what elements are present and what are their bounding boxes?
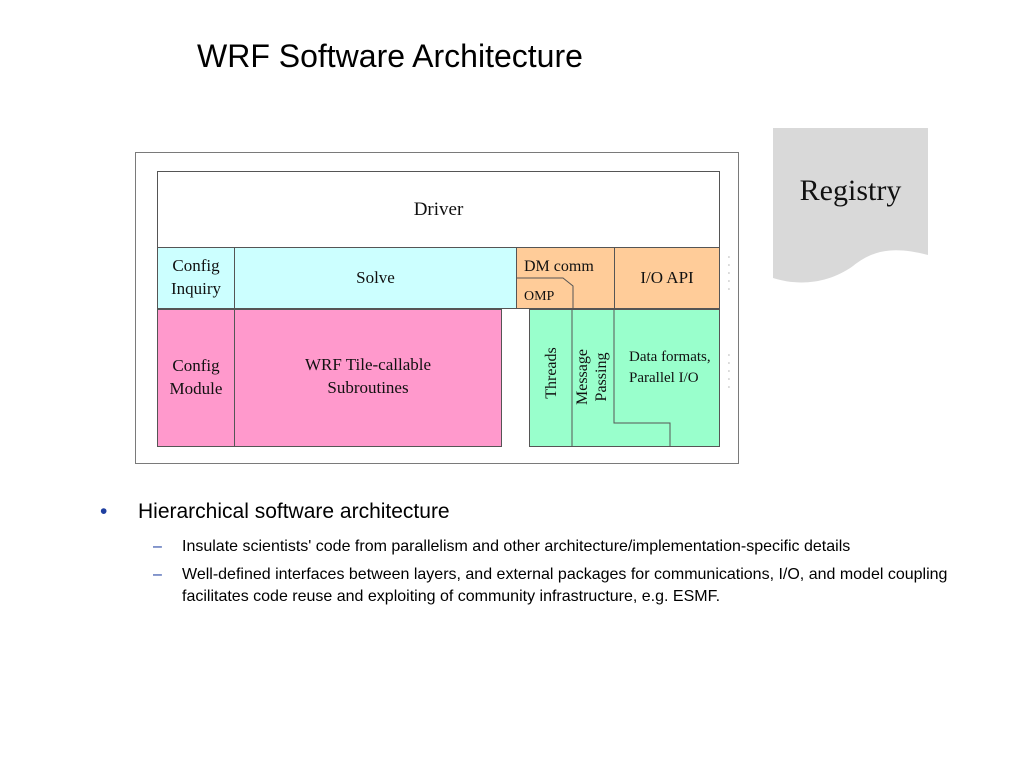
omp-label: OMP (524, 289, 555, 304)
dots-upper: ····· (727, 253, 731, 294)
config-module-box: Config Module (157, 309, 235, 447)
dm-comm-label: DM comm (524, 258, 594, 275)
tile-callable-line2: Subroutines (327, 377, 409, 397)
io-api-box: I/O API (614, 247, 720, 309)
tile-callable-line1: WRF Tile-callable (304, 355, 432, 374)
bullet-item: • Hierarchical software architecture (100, 500, 980, 524)
data-formats-line2: Parallel I/O (629, 370, 699, 386)
threads-label: Threads (543, 347, 560, 399)
sub-bullet-text: Insulate scientists' code from paralleli… (182, 538, 851, 555)
config-module-line1: Config (172, 356, 220, 376)
registry-label: Registry (799, 174, 902, 207)
dots-lower: ····· (727, 351, 731, 392)
slide-title: WRF Software Architecture (197, 38, 583, 74)
tile-callable-box: WRF Tile-callable Subroutines (234, 309, 502, 447)
omp-divider (517, 277, 574, 310)
message-passing-label: Message Passing (573, 337, 615, 417)
bullet-text: Hierarchical software architecture (138, 500, 450, 523)
sub-bullet-dash: – (153, 566, 162, 583)
data-formats-label: Data formats, Parallel I/O (629, 347, 711, 389)
config-inquiry-box: Config Inquiry (157, 247, 235, 309)
bullet-list: • Hierarchical software architecture – I… (100, 500, 980, 614)
driver-label: Driver (413, 198, 464, 220)
driver-box: Driver (157, 171, 720, 248)
external-packages-region (529, 309, 720, 447)
config-inquiry-line2: Inquiry (170, 279, 222, 298)
sub-bullet-item: – Well-defined interfaces between layers… (100, 564, 972, 608)
io-api-label: I/O API (640, 267, 694, 287)
data-formats-line1: Data formats, (629, 349, 711, 365)
solve-label: Solve (356, 267, 395, 287)
solve-box: Solve (234, 247, 517, 309)
sub-bullet-dash: – (153, 538, 162, 555)
registry-document-shape (773, 128, 928, 283)
sub-bullet-item: – Insulate scientists' code from paralle… (100, 536, 972, 558)
message-passing-line2: Passing (593, 352, 611, 402)
message-passing-line1: Message (574, 349, 591, 405)
sub-bullet-text: Well-defined interfaces between layers, … (182, 566, 948, 605)
config-module-line2: Module (169, 379, 223, 398)
dm-comm-box: DM comm OMP (516, 247, 615, 310)
bullet-dot: • (100, 500, 108, 523)
config-inquiry-line1: Config (172, 256, 220, 276)
